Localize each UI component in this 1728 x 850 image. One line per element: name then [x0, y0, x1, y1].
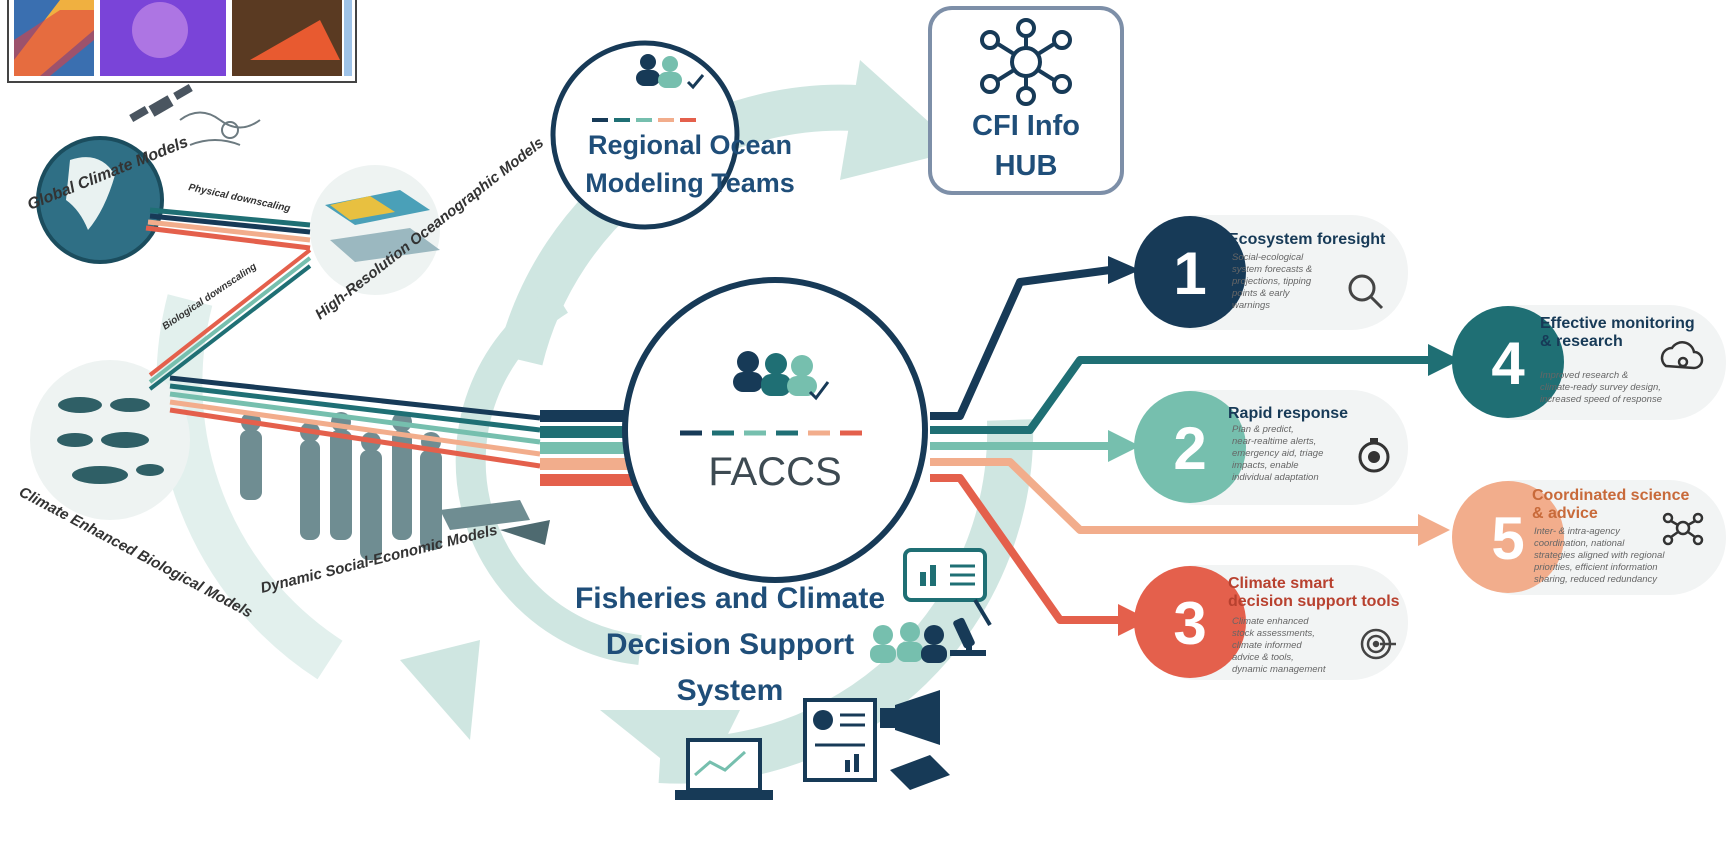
output-arrows	[930, 266, 1430, 624]
output-arrowheads	[1108, 256, 1460, 636]
outcome-2-desc-line: impacts, enable	[1232, 460, 1299, 471]
outcome-number-2: 2	[1173, 415, 1206, 482]
outcome-1-desc-line: warnings	[1232, 300, 1270, 311]
outcome-5-desc-line: coordination, national	[1534, 538, 1625, 549]
outcome-title-2: Rapid response	[1228, 405, 1348, 422]
faccs-center-circle	[622, 277, 928, 583]
cfi-info-hub-line-1: CFI Info	[972, 110, 1080, 142]
outcome-4-desc-line: climate-ready survey design,	[1540, 382, 1661, 393]
outcome-1-desc-line: projections, tipping	[1231, 276, 1312, 287]
outcome-1-desc-line: Social-ecological	[1232, 252, 1304, 263]
outcome-number-1: 1	[1173, 240, 1206, 307]
book-icon	[890, 755, 950, 790]
model-thumbnails	[7, 0, 357, 83]
outcome-4-desc-line: Improved research &	[1540, 370, 1628, 381]
outcome-title-3b: decision support tools	[1228, 593, 1400, 610]
model-input-ribbons	[145, 207, 541, 469]
regional-teams-line-2: Modeling Teams	[585, 168, 795, 198]
decision-support-system-label: Fisheries and Climate Decision Support S…	[560, 576, 900, 714]
target-icon	[1360, 628, 1396, 660]
outcome-number-5: 5	[1491, 505, 1524, 572]
cloud-gear-icon	[1660, 341, 1704, 370]
outcome-3-desc-line: Climate enhanced	[1232, 616, 1309, 627]
microscope-icon	[950, 617, 986, 656]
regional-teams-line-1: Regional Ocean	[587, 130, 793, 160]
outcome-number-4: 4	[1491, 330, 1525, 397]
outcome-card-4	[1452, 305, 1726, 420]
outcome-2-desc-line: near-realtime alerts,	[1232, 436, 1316, 447]
outcome-5-desc-line: strategies aligned with regional	[1534, 550, 1665, 561]
megaphone-icon	[880, 690, 940, 745]
dss-line-2: Decision Support	[605, 628, 855, 661]
laptop-chart-icon	[675, 738, 773, 800]
outcome-title-4a: Effective monitoring	[1540, 315, 1695, 332]
outcome-title-4b: & research	[1540, 333, 1623, 350]
regional-teams-label: Regional Ocean Modeling Teams	[560, 126, 820, 202]
outcome-3-desc-line: dynamic management	[1232, 664, 1326, 675]
regional-teams-circle	[550, 40, 740, 230]
oceanographic-model-circle	[310, 165, 440, 295]
center-ribbon-stubs	[540, 410, 635, 486]
cfi-info-hub-box	[928, 6, 1124, 195]
outcome-title-5a: Coordinated science	[1532, 487, 1689, 504]
magnifier-icon	[1348, 274, 1384, 310]
outcome-card-3	[1134, 565, 1408, 680]
outcome-card-1	[1134, 215, 1408, 330]
outcome-number-3: 3	[1173, 590, 1206, 657]
dss-line-1: Fisheries and Climate	[574, 582, 886, 615]
outcome-3-desc-line: advice & tools,	[1232, 652, 1294, 663]
dss-line-3: System	[676, 674, 784, 707]
outcome-5-desc-line: priorities, efficient information	[1533, 562, 1658, 573]
outcome-2-desc-line: individual adaptation	[1232, 472, 1319, 483]
globe-icon	[36, 136, 164, 264]
network-hub-icon	[1662, 512, 1704, 546]
satellite-icon	[129, 84, 193, 122]
network-hub-icon	[980, 18, 1072, 106]
outcome-5-desc-line: sharing, reduced redundancy	[1534, 574, 1658, 585]
outcome-2-desc-line: Plan & predict,	[1232, 424, 1294, 435]
outcome-3-desc-line: climate informed	[1232, 640, 1302, 651]
team-icon	[870, 622, 947, 663]
outcome-card-2	[1134, 390, 1408, 505]
swirl-arrowhead-left	[400, 640, 480, 740]
biological-model-circle	[30, 360, 190, 520]
cfi-info-hub-line-2: HUB	[994, 150, 1058, 182]
outcome-4-desc-line: increased speed of response	[1540, 394, 1662, 405]
presentation-board-icon	[903, 548, 992, 627]
outcome-2-desc-line: emergency aid, triage	[1232, 448, 1323, 459]
physical-downscaling-label: Physical downscaling	[187, 182, 291, 214]
stopwatch-icon	[1358, 438, 1390, 473]
outcome-title-3a: Climate smart	[1228, 575, 1334, 592]
outcome-title-5b: & advice	[1532, 505, 1598, 522]
cfi-info-hub-label: CFI Info HUB	[930, 106, 1122, 186]
faccs-label: FACCS	[708, 450, 841, 494]
outcome-card-5	[1452, 480, 1726, 595]
weather-sketch-icons	[179, 111, 261, 146]
outcome-3-desc-line: stock assessments,	[1232, 628, 1315, 639]
team-icon	[636, 54, 705, 90]
outcome-1-desc-line: points & early	[1231, 288, 1291, 299]
outcome-5-desc-line: Inter- & intra-agency	[1534, 526, 1621, 537]
outcome-1-desc-line: system forecasts &	[1232, 264, 1312, 275]
outcome-title-1: Ecosystem foresight	[1228, 231, 1386, 248]
report-document-icon	[803, 698, 877, 782]
team-icon	[733, 351, 830, 401]
